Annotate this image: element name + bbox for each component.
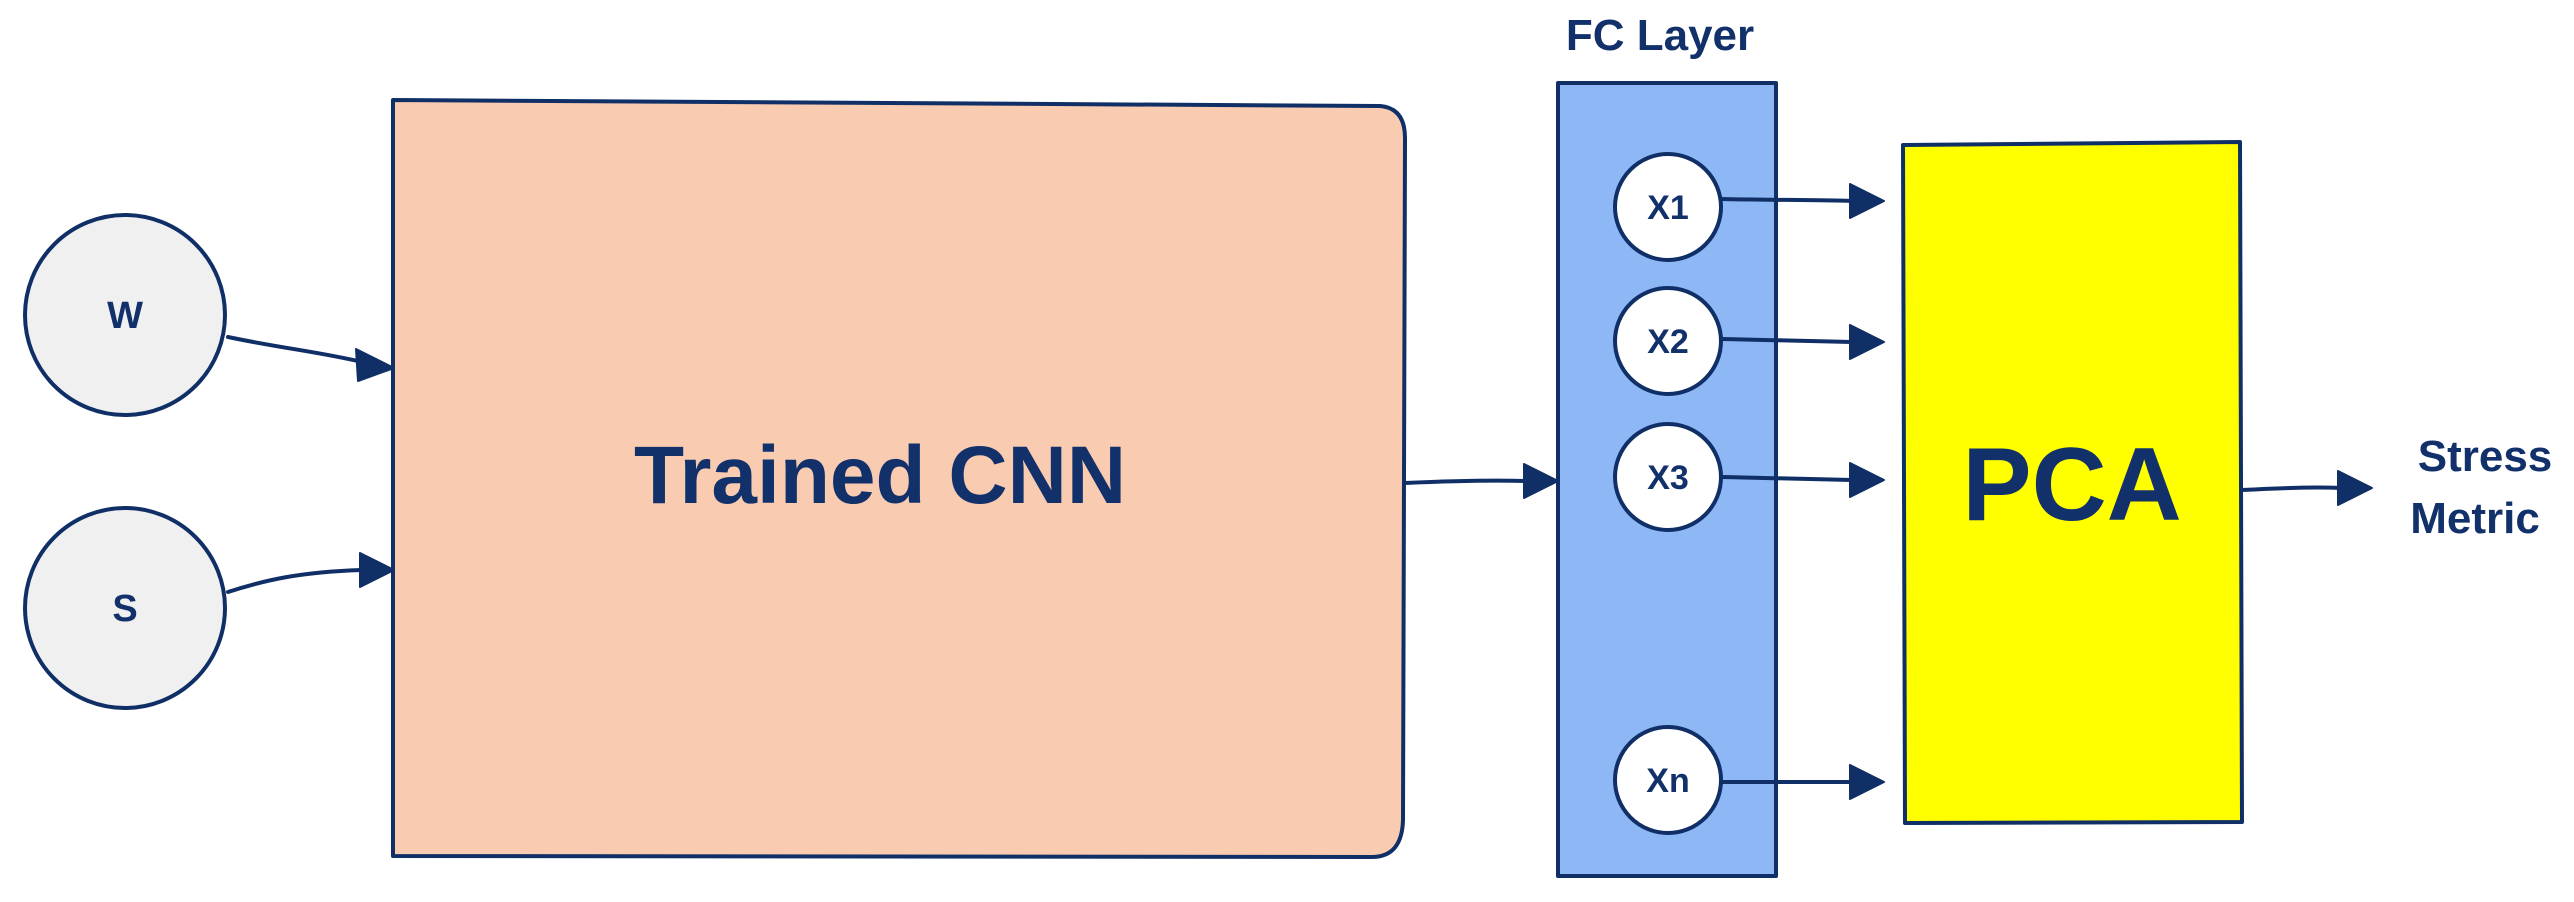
trained-cnn-box	[391, 98, 1407, 860]
output-label-line2: Metric	[2410, 494, 2540, 543]
trained-cnn-label: Trained CNN	[634, 430, 1126, 521]
fc-node-x1: X1	[1613, 152, 1723, 262]
fc-layer-title: FC Layer	[1566, 11, 1754, 60]
arrow-x3-to-pca	[1719, 462, 1885, 498]
fc-node-x3-label: X3	[1647, 459, 1689, 497]
fc-node-x3: X3	[1613, 422, 1723, 532]
fc-node-x2: X2	[1613, 286, 1723, 396]
input-node-w-label: W	[107, 295, 143, 337]
pca-label: PCA	[1962, 427, 2182, 543]
pca-box	[1901, 140, 2244, 825]
arrow-s-to-cnn	[226, 552, 395, 594]
input-node-s: S	[23, 506, 227, 710]
arrow-x1-to-pca	[1719, 183, 1885, 219]
fc-node-xn-label: Xn	[1646, 762, 1689, 800]
output-label: Stress Metric	[2410, 432, 2552, 543]
fc-node-xn: Xn	[1613, 725, 1723, 835]
fc-node-x2-label: X2	[1647, 323, 1689, 361]
arrow-cnn-to-fc	[1403, 463, 1559, 499]
output-label-line1: Stress	[2418, 432, 2553, 481]
input-node-s-label: S	[112, 588, 137, 630]
arrow-xn-to-pca	[1719, 764, 1885, 800]
arrow-x2-to-pca	[1719, 324, 1885, 360]
arrow-w-to-cnn	[226, 335, 395, 382]
arrow-pca-to-output	[2240, 470, 2373, 506]
pca-block: PCA	[1901, 140, 2244, 825]
trained-cnn-block: Trained CNN	[391, 98, 1407, 860]
fc-node-x1-label: X1	[1647, 189, 1689, 227]
fc-layer: FC Layer X1 X2 X3 Xn	[1556, 11, 1778, 878]
input-node-w: W	[23, 213, 227, 417]
